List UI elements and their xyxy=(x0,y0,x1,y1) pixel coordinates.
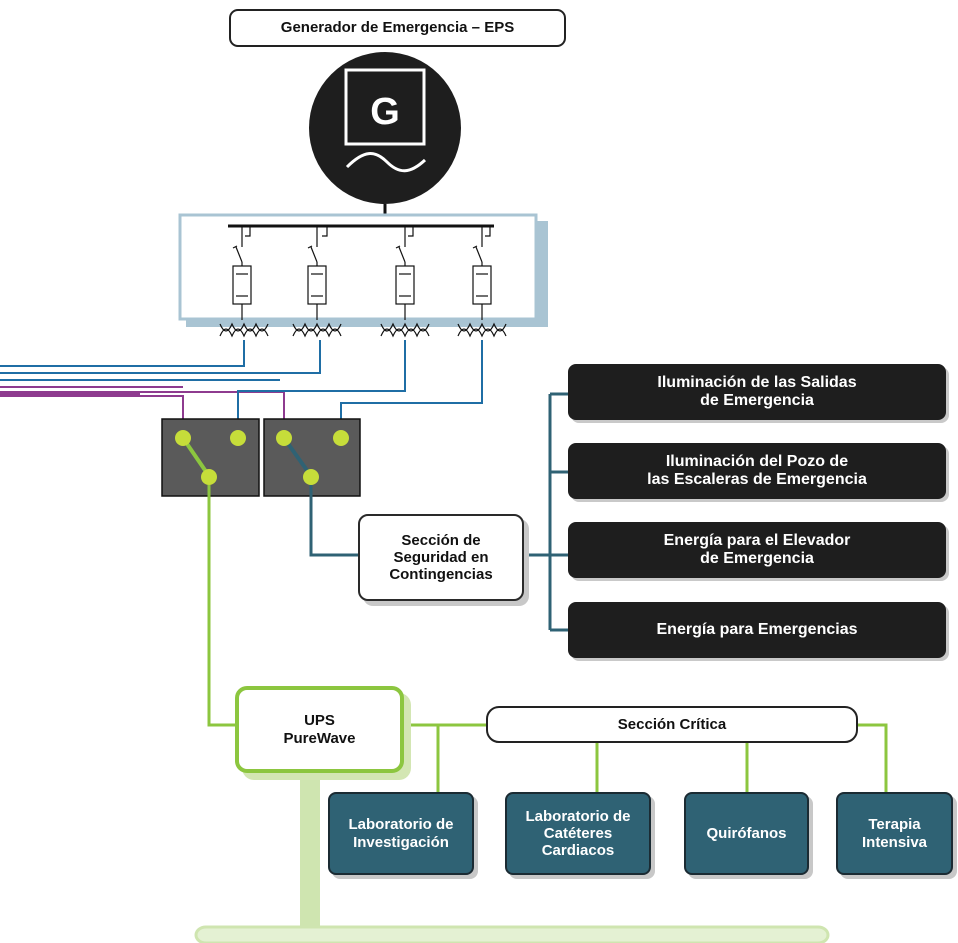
load-emergency-power: Energía para Emergencias xyxy=(568,602,946,658)
generator-icon: G xyxy=(309,52,461,204)
load-operating-rooms: Quirófanos xyxy=(684,792,809,875)
breaker-branch-2 xyxy=(292,226,342,338)
load-cath-lab: Laboratorio de Catéteres Cardiacos xyxy=(505,792,651,875)
load-intensive-care: Terapia Intensiva xyxy=(836,792,953,875)
safety-section-box: Sección de Seguridad en Contingencias xyxy=(358,514,524,601)
ups-box: UPS PureWave xyxy=(235,686,404,773)
breaker-branch-1 xyxy=(219,226,269,338)
generator-label: Generador de Emergencia – EPS xyxy=(229,9,566,47)
transfer-switch-1 xyxy=(161,418,260,497)
switchgear-panel xyxy=(178,213,548,327)
breaker-branch-4 xyxy=(457,226,507,338)
critical-section-box: Sección Crítica xyxy=(486,706,858,743)
load-research-lab: Laboratorio de Investigación xyxy=(328,792,474,875)
load-stairwell-lighting: Iluminación del Pozo de las Escaleras de… xyxy=(568,443,946,499)
safety-wiring xyxy=(309,392,568,632)
load-exit-lighting: Iluminación de las Salidas de Emergencia xyxy=(568,364,946,420)
transfer-switch-2 xyxy=(263,418,361,497)
breaker-branch-3 xyxy=(380,226,430,338)
green-wiring xyxy=(207,485,888,792)
load-elevator-power: Energía para el Elevador de Emergencia xyxy=(568,522,946,578)
ups-output-bar xyxy=(300,777,320,943)
output-bus xyxy=(194,925,830,943)
generator-symbol: G xyxy=(370,91,400,133)
